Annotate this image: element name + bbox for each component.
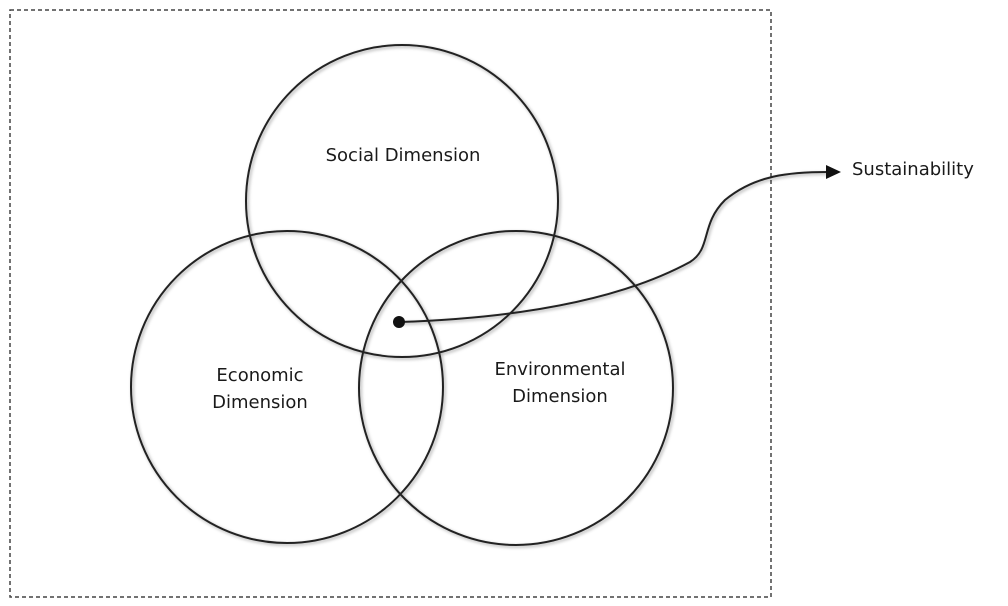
sustainability-label: Sustainability [852, 159, 974, 180]
arrowhead-icon [826, 165, 841, 179]
social-label: Social Dimension [325, 145, 481, 166]
economic-label-line2: Dimension [212, 392, 308, 413]
dashed-border [9, 9, 772, 598]
intersection-dot [393, 316, 405, 328]
environmental-label-line2: Dimension [512, 386, 608, 407]
economic-label: Economic Dimension [180, 362, 340, 416]
sustainability-arrow-path [398, 171, 829, 323]
economic-circle [130, 230, 444, 544]
social-circle [245, 44, 559, 358]
environmental-circle [358, 230, 674, 546]
economic-label-line1: Economic [216, 365, 304, 386]
environmental-label: Environmental Dimension [465, 356, 655, 410]
environmental-label-line1: Environmental [494, 359, 626, 380]
